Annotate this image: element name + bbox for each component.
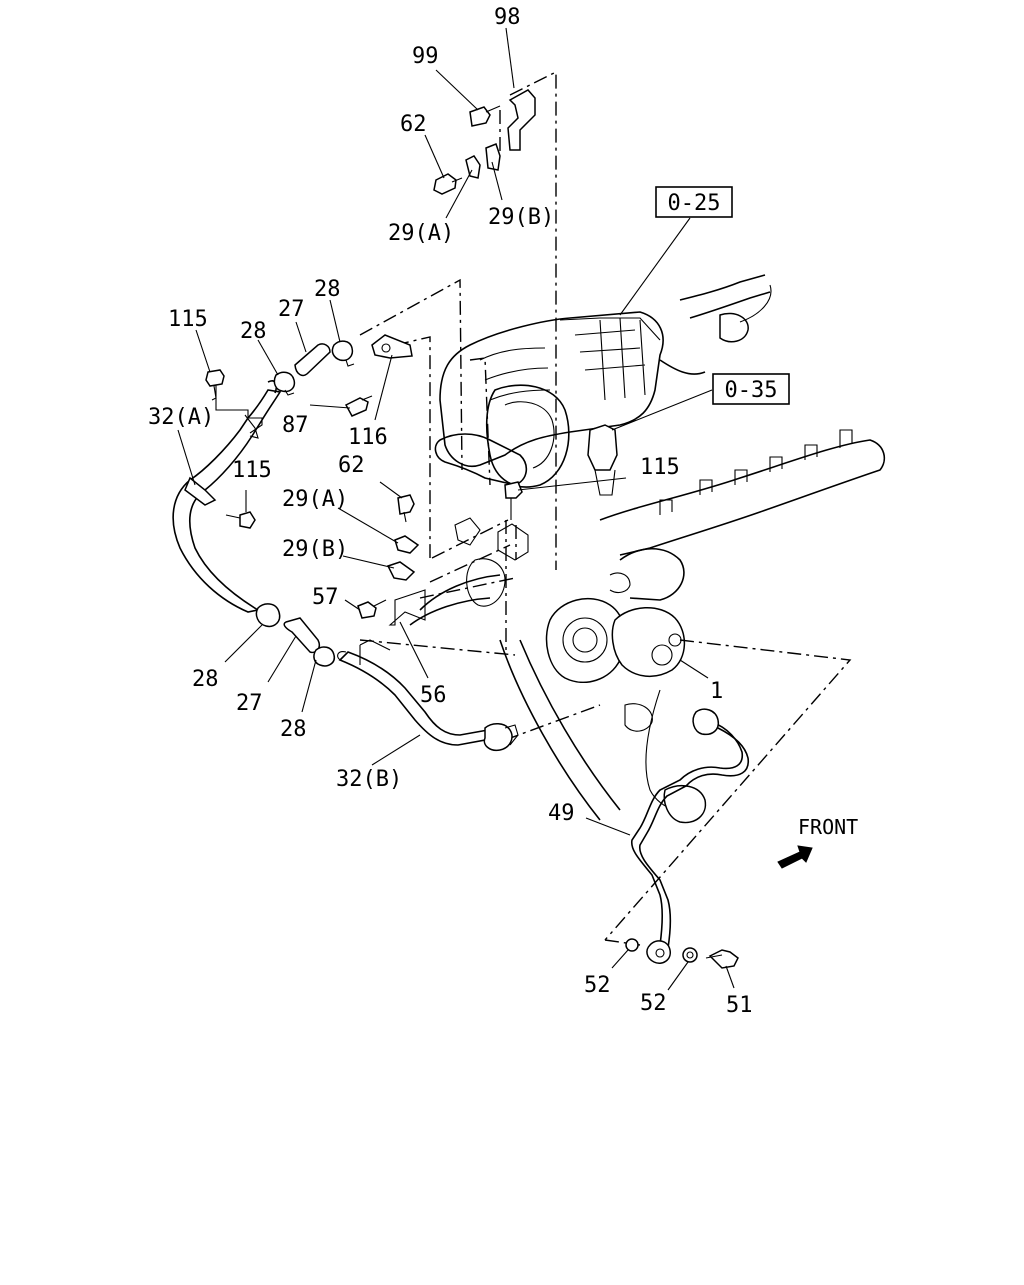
label-115-mid: 115 <box>232 458 272 483</box>
ref-label-0-35: 0-35 <box>725 378 778 403</box>
front-arrow-icon <box>777 845 813 869</box>
pipe-49 <box>630 708 749 964</box>
label-62-top: 62 <box>400 112 427 137</box>
ref-label-0-25: 0-25 <box>668 191 721 216</box>
leader-dash-lines <box>359 70 852 946</box>
hose-32b <box>337 651 519 752</box>
label-98: 98 <box>494 5 521 30</box>
label-29a-mid: 29(A) <box>282 487 348 512</box>
reference-box-0-35: 0-35 <box>712 373 790 405</box>
label-29b-mid: 29(B) <box>282 537 348 562</box>
label-56: 56 <box>420 683 447 708</box>
label-62-mid: 62 <box>338 453 365 478</box>
label-27-top: 27 <box>278 297 305 322</box>
washers-bolt <box>625 938 739 969</box>
label-28-bottom-left: 28 <box>192 667 219 692</box>
label-28-top-left: 28 <box>240 319 267 344</box>
label-29b-top: 29(B) <box>488 205 554 230</box>
label-28-bottom-right: 28 <box>280 717 307 742</box>
label-87: 87 <box>282 413 309 438</box>
label-49: 49 <box>548 801 575 826</box>
label-29a-top: 29(A) <box>388 221 454 246</box>
reference-box-0-25: 0-25 <box>655 186 733 218</box>
label-1: 1 <box>710 679 723 704</box>
label-front: FRONT <box>798 815 858 839</box>
label-32a: 32(A) <box>148 405 214 430</box>
leader-lines <box>177 27 735 991</box>
label-115-right: 115 <box>640 455 680 480</box>
label-52-a: 52 <box>584 973 611 998</box>
label-51: 51 <box>726 993 753 1018</box>
label-52-b: 52 <box>640 991 667 1016</box>
engine-outline <box>409 274 886 824</box>
part-labels: 98 99 62 29(A) 29(B) 115 28 27 28 87 116… <box>148 5 858 1018</box>
label-115-left: 115 <box>168 307 208 332</box>
label-28-top-right: 28 <box>314 277 341 302</box>
label-116: 116 <box>348 425 388 450</box>
label-99: 99 <box>412 44 439 69</box>
label-27-bottom: 27 <box>236 691 263 716</box>
parts-clamps <box>205 89 536 667</box>
label-57: 57 <box>312 585 339 610</box>
label-32b: 32(B) <box>336 767 402 792</box>
